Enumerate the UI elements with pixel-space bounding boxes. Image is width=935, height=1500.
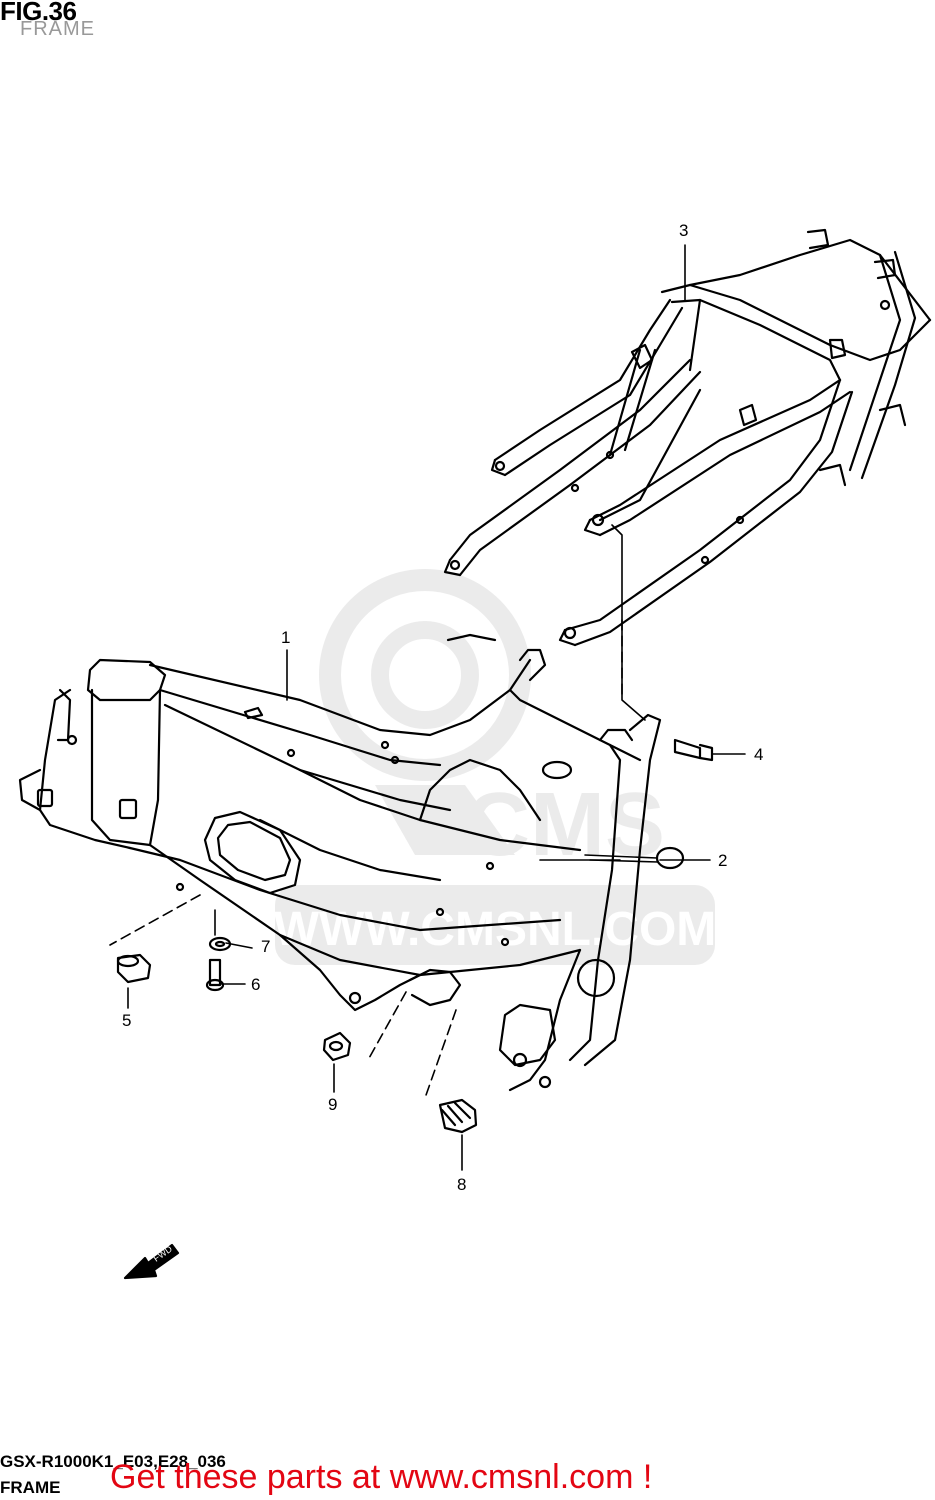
promo-link[interactable]: Get these parts at www.cmsnl.com ! <box>110 1458 653 1496</box>
watermark-brand: CMS <box>465 775 665 875</box>
callout-6: 6 <box>251 975 260 994</box>
callout-1: 1 <box>281 628 290 647</box>
leader-lines <box>109 244 746 1171</box>
callout-9: 9 <box>328 1095 337 1114</box>
main-frame <box>18 633 662 1092</box>
figure-subtitle: FRAME <box>20 18 95 40</box>
callout-4: 4 <box>754 745 763 764</box>
callout-2: 2 <box>718 851 727 870</box>
part-8-adjuster-bolt <box>438 1098 478 1134</box>
figure-label: FIG.36 <box>0 0 77 26</box>
section-name: FRAME <box>0 1478 61 1497</box>
model-code: GSX-R1000K1_E03,E28_036 <box>0 1452 226 1471</box>
part-4-bolt <box>673 738 714 762</box>
callout-8: 8 <box>457 1175 466 1194</box>
watermark-url: WWW.CMSNL.COM <box>274 903 715 956</box>
fwd-direction-arrow <box>123 1243 180 1280</box>
part-5-collar <box>116 953 152 984</box>
rear-subframe <box>443 228 932 647</box>
callout-5: 5 <box>122 1011 131 1030</box>
part-6-bolt <box>205 958 225 992</box>
callout-3: 3 <box>679 221 688 240</box>
part-9-nut <box>322 1031 352 1062</box>
callout-7: 7 <box>261 937 270 956</box>
part-2-plug <box>655 846 685 870</box>
